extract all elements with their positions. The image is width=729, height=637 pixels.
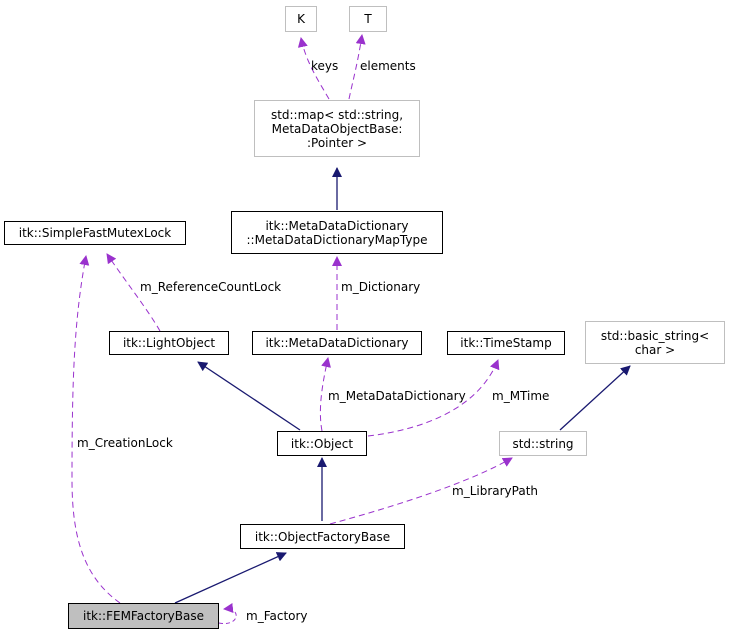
node-object-label: itk::Object: [290, 436, 354, 451]
node-std-map-line-1: std::map< std::string,: [270, 107, 404, 122]
node-basic-string-line-1: std::basic_string<: [600, 328, 710, 343]
edge-reference-count-lock: [106, 253, 161, 332]
node-std-map[interactable]: std::map< std::string, MetaDataObjectBas…: [254, 100, 420, 157]
edge-label-reference-count-lock: m_ReferenceCountLock: [140, 280, 282, 294]
edge-label-mtime: m_MTime: [492, 389, 550, 403]
edge-creation-lock: [71, 255, 121, 604]
edge-meta-data-dictionary: [319, 357, 331, 432]
node-dict-map-type[interactable]: itk::MetaDataDictionary ::MetaDataDictio…: [231, 211, 443, 254]
edge-keys: [297, 37, 330, 100]
edge-mtime: [367, 359, 500, 437]
node-t[interactable]: T: [349, 6, 387, 32]
node-dict-map-type-line-1: itk::MetaDataDictionary: [265, 218, 409, 233]
node-std-map-line-2: MetaDataObjectBase:: [271, 121, 403, 136]
edge-label-elements: elements: [360, 59, 416, 73]
node-meta-data-dictionary[interactable]: itk::MetaDataDictionary: [252, 331, 422, 355]
node-basic-string[interactable]: std::basic_string< char >: [585, 321, 725, 364]
edge-label-factory: m_Factory: [246, 609, 308, 623]
edge-label-meta-data-dictionary: m_MetaDataDictionary: [328, 389, 466, 403]
node-std-string[interactable]: std::string: [499, 431, 587, 456]
edge-string-to-basic-string: [559, 365, 631, 431]
edge-label-dictionary: m_Dictionary: [341, 280, 421, 294]
node-light-object-label: itk::LightObject: [122, 336, 216, 350]
edge-factory: [218, 603, 237, 624]
edge-elements: [348, 34, 366, 100]
node-basic-string-line-2: char >: [634, 342, 676, 357]
node-object-factory-base-label: itk::ObjectFactoryBase: [254, 529, 391, 544]
node-mutex-lock-label: itk::SimpleFastMutexLock: [18, 226, 172, 240]
node-std-string-label: std::string: [512, 436, 574, 451]
node-t-label: T: [364, 12, 372, 26]
node-object[interactable]: itk::Object: [277, 431, 367, 456]
edge-fem-to-factory-base: [174, 552, 287, 604]
node-fem-factory-base-label: itk::FEMFactoryBase: [83, 609, 204, 623]
node-mutex-lock[interactable]: itk::SimpleFastMutexLock: [4, 221, 186, 245]
edge-label-keys: keys: [311, 59, 339, 73]
node-fem-factory-base[interactable]: itk::FEMFactoryBase: [68, 603, 219, 629]
edge-object-to-light-object: [197, 361, 301, 431]
edge-label-library-path: m_LibraryPath: [452, 484, 539, 498]
node-k[interactable]: K: [285, 6, 317, 32]
node-light-object[interactable]: itk::LightObject: [109, 331, 229, 355]
node-k-label: K: [297, 12, 305, 26]
node-std-map-line-3: :Pointer >: [306, 135, 368, 150]
edge-library-path: [329, 457, 513, 525]
node-dict-map-type-line-2: ::MetaDataDictionaryMapType: [246, 232, 428, 247]
node-meta-data-dictionary-label: itk::MetaDataDictionary: [265, 336, 409, 350]
node-time-stamp[interactable]: itk::TimeStamp: [447, 331, 565, 355]
node-object-factory-base[interactable]: itk::ObjectFactoryBase: [240, 524, 405, 549]
node-time-stamp-label: itk::TimeStamp: [460, 336, 552, 350]
edge-label-creation-lock: m_CreationLock: [77, 436, 173, 450]
